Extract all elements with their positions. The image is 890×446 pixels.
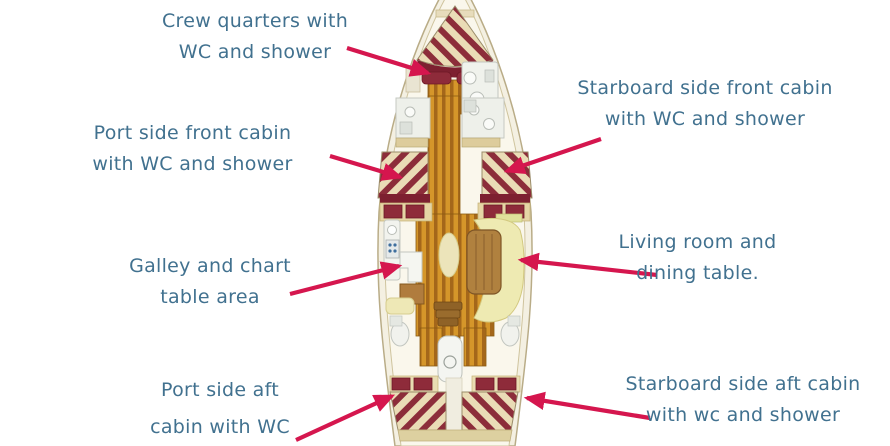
label-line: WC and shower: [178, 41, 332, 63]
label-starboard-front-cabin: Starboard side front cabin with WC and s…: [555, 73, 855, 135]
label-line: Living room and: [618, 231, 777, 253]
label-crew-quarters: Crew quarters with WC and shower: [130, 6, 380, 68]
label-line: Port side front cabin: [93, 122, 292, 144]
label-port-aft-cabin: Port side aft cabin with WC: [105, 372, 335, 446]
yacht-floor-plan: [377, 0, 533, 446]
area-port-aft-cabin: [389, 375, 447, 431]
area-living-room: [433, 217, 525, 327]
label-line: Port side aft: [160, 379, 280, 401]
label-line: dining table.: [636, 262, 759, 284]
label-port-front-cabin: Port side front cabin with WC and shower: [60, 118, 325, 180]
label-line: with wc and shower: [645, 404, 841, 426]
label-line: Starboard side aft cabin: [625, 373, 861, 395]
label-galley: Galley and chart table area: [95, 251, 325, 313]
label-line: with WC and shower: [604, 108, 806, 130]
label-line: Starboard side front cabin: [577, 77, 833, 99]
area-front-heads: [395, 97, 505, 148]
label-starboard-aft-cabin: Starboard side aft cabin with wc and sho…: [598, 369, 888, 431]
area-starboard-front-cabin: [477, 151, 533, 223]
area-port-front-cabin: [377, 151, 433, 222]
area-cockpit: [389, 315, 521, 433]
label-living-room: Living room and dining table.: [590, 227, 805, 289]
label-line: cabin with WC: [150, 416, 290, 438]
label-line: table area: [160, 286, 260, 308]
area-starboard-aft-cabin: [461, 375, 521, 431]
label-line: with WC and shower: [92, 153, 293, 175]
stern-band: [397, 429, 513, 442]
label-line: Crew quarters with: [161, 10, 349, 32]
label-line: Galley and chart: [129, 255, 291, 277]
